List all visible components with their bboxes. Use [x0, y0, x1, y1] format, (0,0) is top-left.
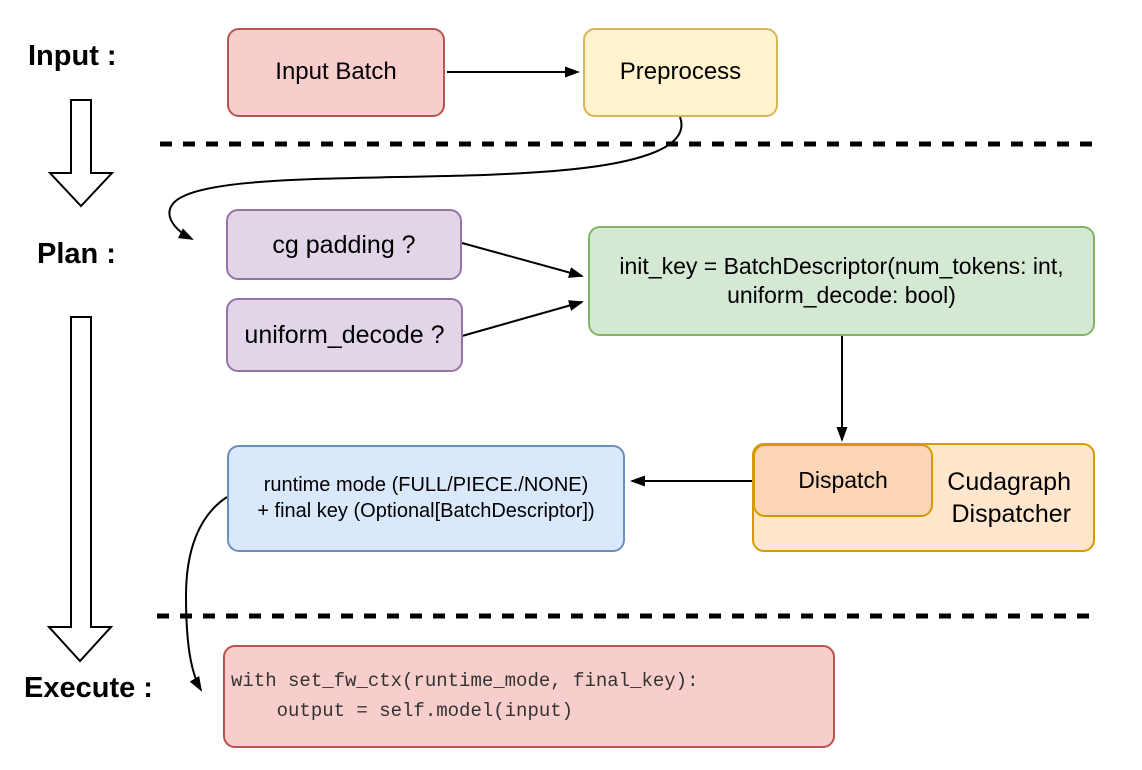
node-preprocess: Preprocess	[583, 28, 778, 117]
node-input-batch: Input Batch	[227, 28, 445, 117]
stage-label-plan: Plan :	[37, 238, 116, 270]
node-init-key: init_key = BatchDescriptor(num_tokens: i…	[588, 226, 1095, 336]
node-runtime-result: runtime mode (FULL/PIECE./NONE) + final …	[227, 445, 625, 552]
arrow-runtime-to-execute	[184, 496, 228, 692]
node-cudagraph-dispatcher-line1: Cudagraph	[947, 467, 1071, 496]
node-execute-code-line1: with set_fw_ctx(runtime_mode, final_key)…	[231, 670, 699, 693]
node-dispatch: Dispatch	[753, 444, 933, 517]
node-execute-code: with set_fw_ctx(runtime_mode, final_key)…	[223, 645, 835, 748]
node-cg-padding: cg padding ?	[226, 209, 462, 280]
node-cg-padding-label: cg padding ?	[272, 230, 416, 259]
stage-arrow-plan-to-execute	[46, 316, 114, 663]
stage-label-execute: Execute :	[24, 672, 153, 704]
node-init-key-line1: init_key = BatchDescriptor(num_tokens: i…	[619, 252, 1064, 279]
arrow-preprocess-to-cgpadding	[168, 116, 683, 240]
node-execute-code-line2: output = self.model(input)	[231, 699, 574, 722]
stage-arrow-input-to-plan	[47, 99, 115, 208]
node-runtime-result-line1: runtime mode (FULL/PIECE./NONE)	[263, 473, 589, 496]
node-init-key-line2: uniform_decode: bool)	[727, 282, 956, 308]
arrow-cgpadding-to-initkey	[461, 242, 584, 278]
stage-label-input: Input :	[28, 40, 117, 72]
node-cudagraph-dispatcher-line2: Dispatcher	[951, 499, 1072, 528]
node-uniform-decode-label: uniform_decode ?	[244, 321, 445, 349]
node-uniform-decode: uniform_decode ?	[226, 298, 463, 372]
arrow-uniformdecode-to-initkey	[461, 300, 584, 337]
node-dispatch-label: Dispatch	[798, 466, 888, 493]
node-preprocess-label: Preprocess	[619, 58, 742, 86]
node-input-batch-label: Input Batch	[275, 58, 397, 86]
node-runtime-result-line2: + final key (Optional[BatchDescriptor])	[257, 499, 595, 522]
